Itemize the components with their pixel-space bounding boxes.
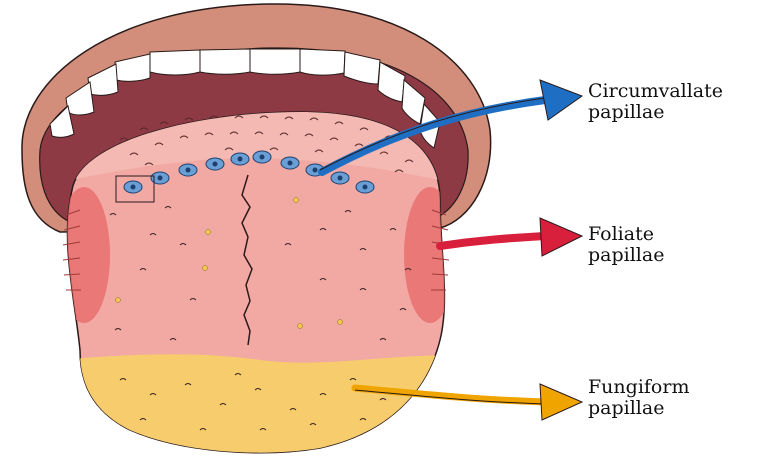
circumvallate-arrow [318, 79, 584, 176]
fungiform-dots [115, 197, 343, 329]
circumvallate-label: Circumvallate papillae [588, 81, 723, 123]
circumvallate-label-line1: Circumvallate [588, 80, 724, 102]
foliate-label-line2: papillae [588, 244, 665, 266]
body-texture [109, 206, 412, 341]
foliate-label-line1: Foliate [588, 223, 654, 245]
fungiform-label-line1: Fungiform [588, 376, 690, 398]
fungiform-label: Fungiform papillae [588, 377, 689, 419]
median-sulcus [241, 174, 253, 346]
tip-texture [119, 373, 387, 431]
zoom-box [115, 175, 155, 203]
foliate-arrow [436, 217, 584, 257]
circumvallate-label-line2: papillae [588, 101, 665, 123]
fungiform-label-line2: papillae [588, 397, 665, 419]
tongue-tip [67, 354, 445, 453]
fungiform-arrow [351, 383, 584, 421]
foliate-stripes [62, 209, 450, 291]
foliate-label: Foliate papillae [588, 224, 664, 266]
posterior-texture [119, 115, 414, 173]
upper-teeth [49, 48, 441, 149]
